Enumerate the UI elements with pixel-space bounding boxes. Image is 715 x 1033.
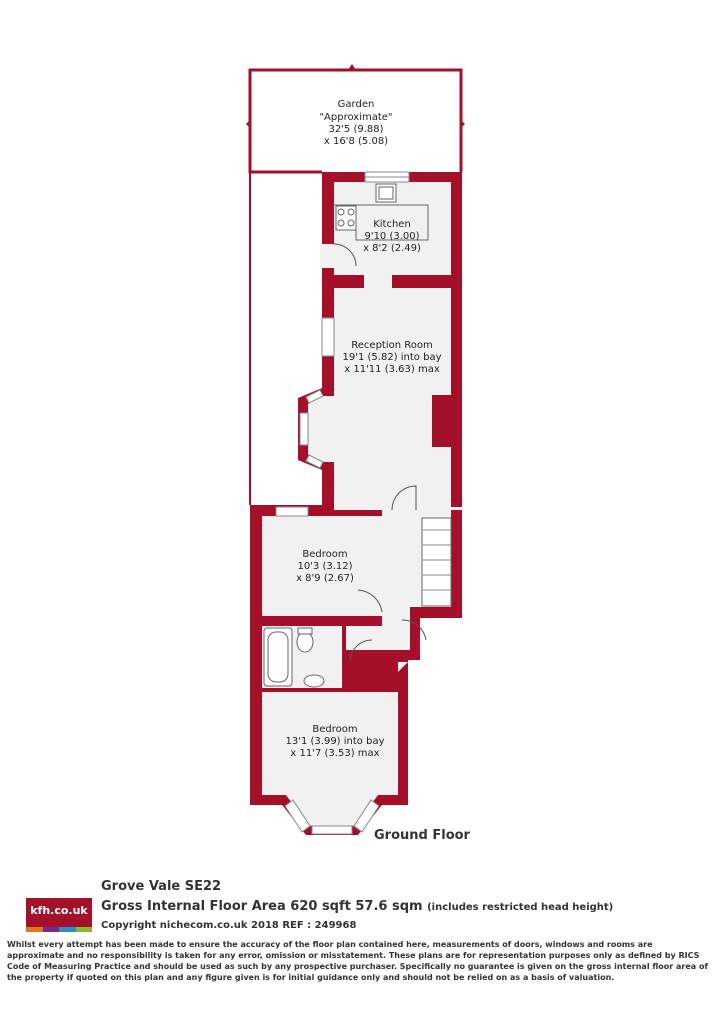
bathroom-fittings (263, 627, 325, 688)
copyright: Copyright nichecom.co.uk 2018 REF : 2499… (101, 920, 357, 931)
reception-floor (334, 288, 451, 510)
door-swing-icon (391, 485, 417, 511)
room-labels: Garden "Approximate" 32'5 (9.88) x 16'8 … (286, 99, 471, 843)
window-icon (275, 506, 309, 517)
reception-dim1: 19'1 (5.82) into bay (343, 352, 442, 363)
property-address: Grove Vale SE22 (101, 879, 222, 894)
bath-icon (263, 627, 293, 687)
floor-area: Gross Internal Floor Area 620 sqft 57.6 … (101, 899, 613, 914)
hob-icon (335, 205, 357, 231)
bedroom2-name: Bedroom (312, 724, 357, 735)
staircase (421, 517, 452, 607)
floor-area-note: (includes restricted head height) (427, 902, 614, 913)
toilet-icon (296, 631, 314, 653)
bedroom2-dim2: x 11'7 (3.53) max (290, 748, 379, 759)
bedroom1-dim2: x 8'9 (2.67) (296, 573, 354, 584)
window-icon (321, 317, 335, 357)
bedroom1-floor (262, 516, 382, 616)
dimension-arrow-icon (246, 120, 250, 128)
bedroom1-name: Bedroom (302, 549, 347, 560)
window-icon (305, 389, 324, 404)
garden-name: Garden (338, 99, 375, 110)
window-icon (305, 454, 324, 469)
door-swing-icon (401, 619, 427, 641)
garden-dim1: 32'5 (9.88) (328, 124, 383, 135)
floor-plan: Garden "Approximate" 32'5 (9.88) x 16'8 … (246, 64, 471, 843)
kitchen-fittings (334, 183, 429, 241)
door-swing-icon (357, 589, 383, 613)
door-swing-icon (349, 639, 373, 661)
window-icon (284, 799, 311, 833)
bedroom2-dim1: 13'1 (3.99) into bay (286, 736, 385, 747)
kitchen-name: Kitchen (373, 219, 411, 230)
logo-color-bar (26, 927, 92, 932)
window-icon (299, 412, 309, 446)
chimney-breast (432, 395, 451, 447)
logo-text: kfh.co.uk (30, 904, 88, 917)
bedroom2-floor (262, 662, 408, 826)
garden-note: "Approximate" (319, 112, 392, 123)
kitchen-dim2: x 8'2 (2.49) (363, 243, 421, 254)
dimension-arrow-icon (461, 120, 465, 128)
reception-bay-window (298, 388, 334, 470)
door-swing-icon (333, 243, 357, 267)
garden-area (246, 64, 465, 505)
floor-label: Ground Floor (374, 828, 471, 843)
reception-name: Reception Room (351, 340, 432, 351)
disclaimer: Whilst every attempt has been made to en… (7, 940, 708, 982)
window-icon (353, 799, 380, 833)
basin-icon (303, 674, 325, 688)
floor-area-main: Gross Internal Floor Area 620 sqft 57.6 … (101, 899, 423, 914)
dimension-arrow-icon (348, 64, 356, 70)
sink-icon (375, 183, 397, 203)
window-icon (311, 825, 353, 835)
garden-dim2: x 16'8 (5.08) (324, 136, 388, 147)
reception-dim2: x 11'11 (3.63) max (344, 364, 440, 375)
kfh-logo: kfh.co.uk (26, 898, 92, 932)
lower-doors (349, 485, 427, 661)
bedroom1-dim1: 10'3 (3.12) (297, 561, 352, 572)
kitchen-dim1: 9'10 (3.00) (364, 231, 419, 242)
